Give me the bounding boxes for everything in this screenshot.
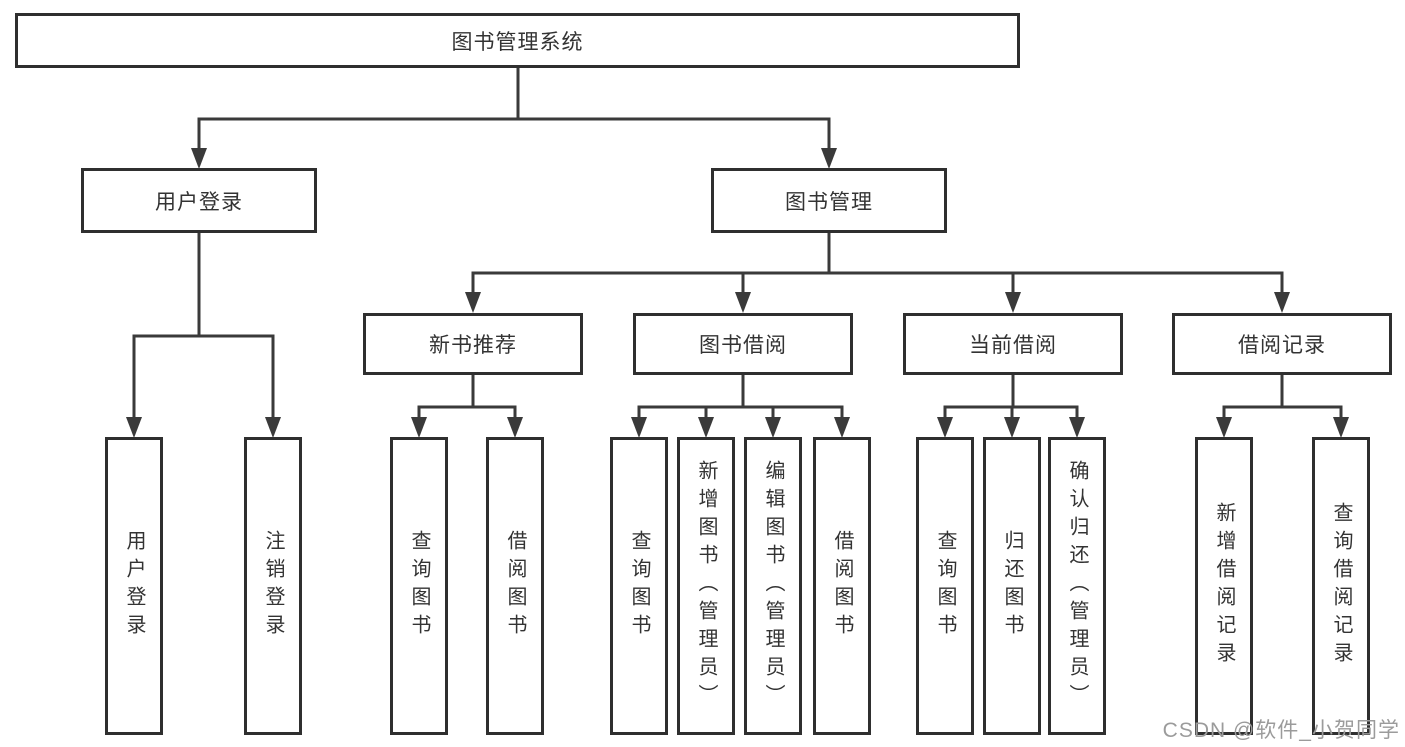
leaf-newbook-borrow-books: 借阅图书 bbox=[486, 437, 544, 735]
node-borrow-records: 借阅记录 bbox=[1172, 313, 1392, 375]
leaf-current-return-books: 归还图书 bbox=[983, 437, 1041, 735]
leaf-borrow-query-books: 查询图书 bbox=[610, 437, 668, 735]
node-user-login: 用户登录 bbox=[81, 168, 317, 233]
leaf-user-login: 用户登录 bbox=[105, 437, 163, 735]
node-book-management: 图书管理 bbox=[711, 168, 947, 233]
node-current-borrow: 当前借阅 bbox=[903, 313, 1123, 375]
edge-book-borrow-to-leaves bbox=[631, 375, 850, 438]
leaf-record-query-borrow-record: 查询借阅记录 bbox=[1312, 437, 1370, 735]
leaf-borrow-add-books-admin: 新增图书（管理员） bbox=[677, 437, 735, 735]
leaf-newbook-query-books: 查询图书 bbox=[390, 437, 448, 735]
edge-book-mgmt-to-level3 bbox=[465, 233, 1290, 313]
edge-root-to-level2 bbox=[191, 68, 837, 169]
leaf-current-confirm-return-admin: 确认归还（管理员） bbox=[1048, 437, 1106, 735]
leaf-borrow-borrow-books: 借阅图书 bbox=[813, 437, 871, 735]
edge-current-borrow-to-leaves bbox=[937, 375, 1085, 438]
node-new-book-recommend: 新书推荐 bbox=[363, 313, 583, 375]
leaf-record-add-borrow-record: 新增借阅记录 bbox=[1195, 437, 1253, 735]
node-library-system: 图书管理系统 bbox=[15, 13, 1020, 68]
leaf-borrow-edit-books-admin: 编辑图书（管理员） bbox=[744, 437, 802, 735]
leaf-logout: 注销登录 bbox=[244, 437, 302, 735]
edge-user-login-to-leaves bbox=[126, 233, 281, 438]
edge-borrow-record-to-leaves bbox=[1216, 375, 1349, 438]
watermark: CSDN @软件_小贺同学 bbox=[1162, 719, 1400, 742]
leaf-current-query-books: 查询图书 bbox=[916, 437, 974, 735]
node-book-borrow: 图书借阅 bbox=[633, 313, 853, 375]
edge-new-book-to-leaves bbox=[411, 375, 523, 438]
